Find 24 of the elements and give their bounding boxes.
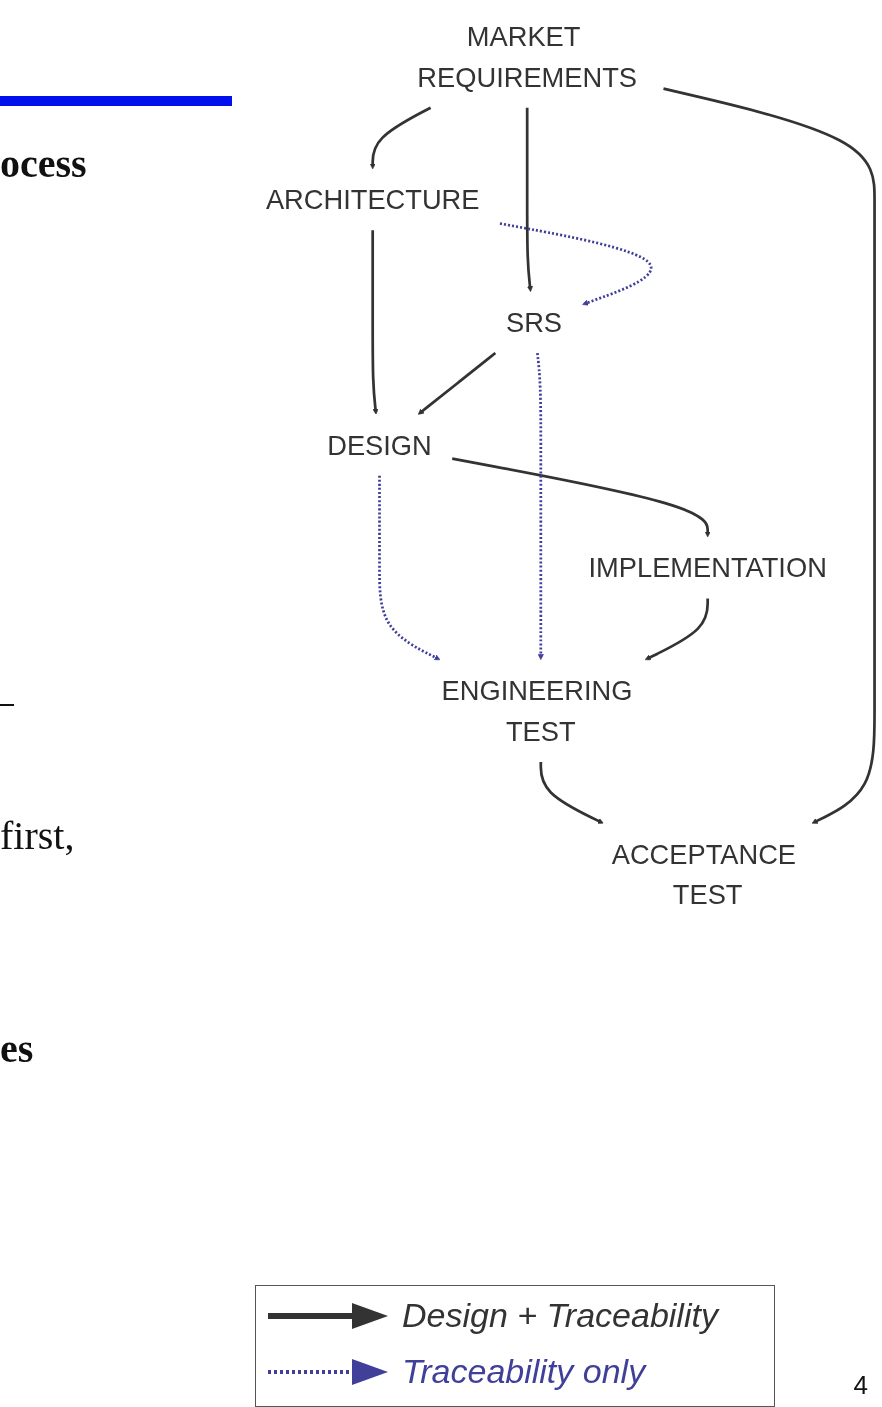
arrow	[536, 352, 544, 661]
text-fragment: ocess	[0, 140, 87, 187]
node-text: ARCHITECTURE	[265, 184, 480, 215]
text-fragment: es	[0, 1025, 34, 1072]
arrow	[451, 457, 711, 538]
arrow	[525, 107, 533, 292]
arrow	[499, 222, 653, 306]
arrow	[371, 230, 379, 415]
node-text: ENGINEERING TEST	[441, 675, 633, 747]
legend-text: Design + Traceability	[402, 1296, 718, 1335]
arrow	[539, 762, 604, 824]
arrow	[417, 352, 497, 415]
legend-text: Traceability only	[402, 1352, 646, 1391]
node-text: MARKET REQUIREMENTS	[417, 21, 637, 93]
text-fragment: first,	[0, 812, 75, 859]
node-text: SRS	[505, 307, 563, 338]
node-text: ACCEPTANCE TEST	[611, 839, 797, 910]
node-text: IMPLEMENTATION	[588, 552, 827, 583]
arrow	[663, 87, 876, 824]
arrow	[644, 598, 710, 661]
page-number: 4	[853, 1370, 868, 1401]
node-text: DESIGN	[327, 430, 432, 461]
arrow	[369, 106, 432, 170]
arrow	[378, 475, 441, 661]
